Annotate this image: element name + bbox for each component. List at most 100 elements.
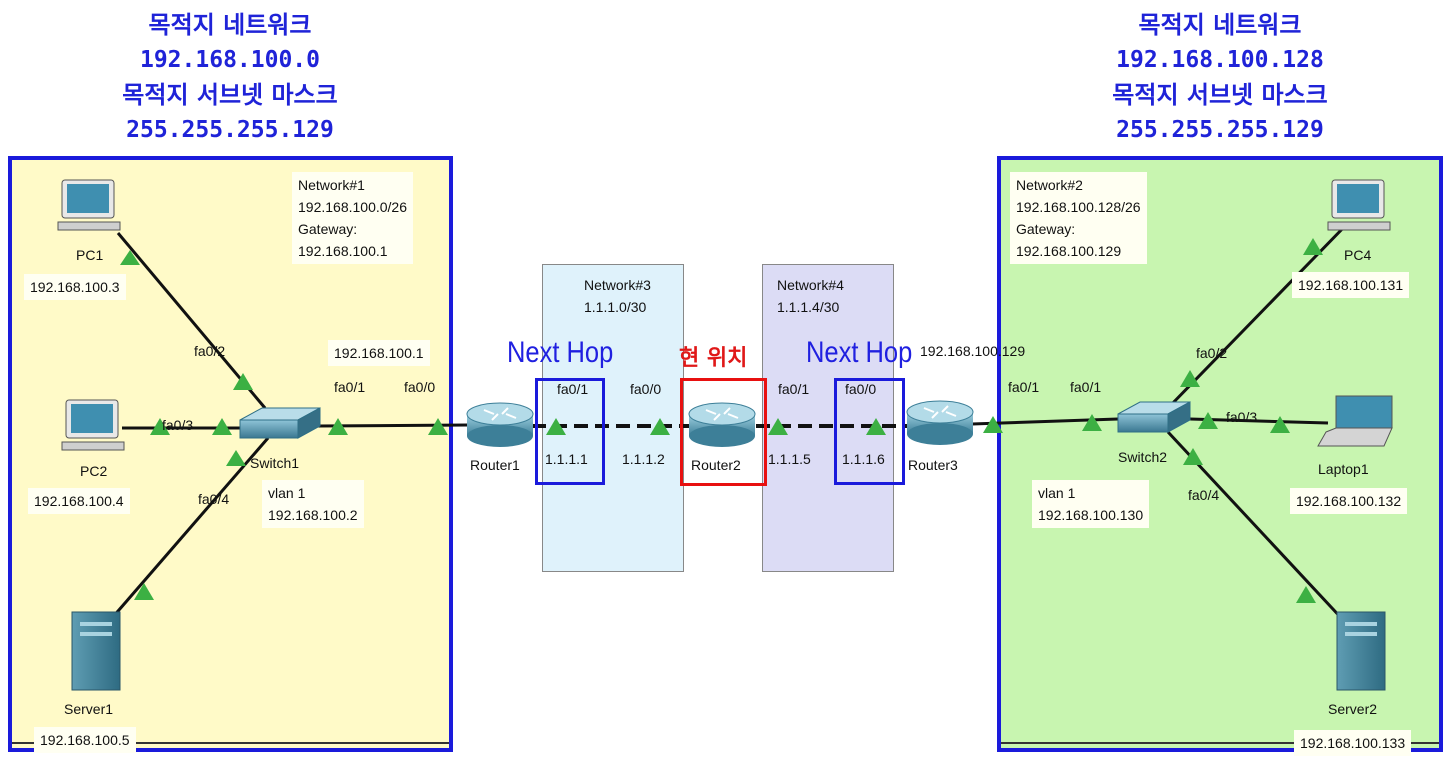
network1-name: Network#1 — [298, 177, 365, 193]
port-label: fa0/2 — [194, 343, 226, 359]
destination-title-right: 목적지 네트워크 192.168.100.128 목적지 서브넷 마스크 255… — [1030, 8, 1410, 148]
next-hop-label-right: Next Hop — [806, 336, 913, 369]
switch2-name: Switch2 — [1118, 449, 1168, 465]
switch1-vlan-info: vlan 1 192.168.100.2 — [262, 480, 364, 528]
port-label: fa0/3 — [162, 417, 194, 433]
network1-gateway: 192.168.100.1 — [298, 243, 388, 259]
router1-wan-ip: 1.1.1.1 — [545, 451, 588, 467]
link-up-marker — [1296, 586, 1316, 603]
port-label: fa0/4 — [1188, 487, 1220, 503]
link-up-marker — [1198, 412, 1218, 429]
network1-info: Network#1 192.168.100.0/26 Gateway: 192.… — [292, 172, 413, 264]
server1-name: Server1 — [64, 701, 114, 717]
zone-bottom-line-left — [12, 742, 449, 744]
port-label: fa0/4 — [198, 491, 230, 507]
router1-name: Router1 — [470, 457, 520, 473]
server1-icon[interactable] — [71, 611, 121, 691]
router2-name: Router2 — [691, 457, 741, 473]
network2-name: Network#2 — [1016, 177, 1083, 193]
switch2-vlan: vlan 1 — [1038, 485, 1076, 501]
router1-lan-ip: 192.168.100.1 — [328, 340, 430, 366]
link-up-marker — [546, 418, 566, 435]
pc4-name: PC4 — [1344, 247, 1372, 263]
network4-name: Network#4 — [777, 277, 844, 293]
destination-network-heading: 목적지 네트워크 — [148, 11, 312, 39]
switch1-icon[interactable] — [239, 407, 321, 439]
current-location-highlight — [680, 378, 767, 486]
router3-lan-ip: 192.168.100.129 — [920, 343, 1026, 359]
link-status-markers — [120, 238, 1323, 603]
destination-mask-heading: 목적지 서브넷 마스크 — [122, 81, 338, 109]
pc2-name: PC2 — [80, 463, 108, 479]
destination-network-value: 192.168.100.0 — [139, 47, 320, 73]
switch1-vlan: vlan 1 — [268, 485, 306, 501]
link-server1-switch1 — [110, 437, 270, 619]
destination-network-value: 192.168.100.128 — [1116, 47, 1324, 73]
next-hop-highlight-left — [535, 378, 605, 485]
laptop1-ip: 192.168.100.132 — [1290, 488, 1408, 514]
port-label: fa0/0 — [630, 381, 662, 397]
link-switch1-router1 — [317, 423, 469, 428]
link-up-marker — [1180, 370, 1200, 387]
link-up-marker — [150, 418, 170, 435]
link-up-marker — [328, 418, 348, 435]
link-up-marker — [134, 583, 154, 600]
port-label: fa0/0 — [845, 381, 877, 397]
destination-mask-value: 255.255.255.129 — [1116, 117, 1324, 143]
switch2-vlan-info: vlan 1 192.168.100.130 — [1032, 480, 1150, 528]
switch2-ip: 192.168.100.130 — [1038, 507, 1144, 523]
router3-wan-ip: 1.1.1.6 — [842, 451, 885, 467]
port-label: fa0/1 — [1070, 379, 1102, 395]
link-up-marker — [768, 418, 788, 435]
link-up-marker — [212, 418, 232, 435]
port-label: fa0/2 — [1196, 345, 1228, 361]
pc2-icon[interactable] — [61, 399, 125, 451]
link-up-marker — [1303, 238, 1323, 255]
link-up-marker — [866, 418, 886, 435]
network2-gateway-label: Gateway: — [1016, 221, 1076, 237]
network1-subnet: 192.168.100.0/26 — [298, 199, 407, 215]
server1-ip: 192.168.100.5 — [34, 727, 136, 753]
network2-gateway: 192.168.100.129 — [1016, 243, 1122, 259]
destination-network-heading: 목적지 네트워크 — [1138, 11, 1302, 39]
network2-info: Network#2 192.168.100.128/26 Gateway: 19… — [1010, 172, 1147, 264]
laptop1-icon[interactable] — [1317, 395, 1393, 447]
network3-info: Network#3 1.1.1.0/30 — [584, 274, 651, 318]
pc1-ip: 192.168.100.3 — [24, 274, 126, 300]
link-switch2-laptop1 — [1189, 417, 1329, 425]
network4-zone — [762, 264, 894, 572]
destination-mask-heading: 목적지 서브넷 마스크 — [1112, 81, 1328, 109]
router3-icon[interactable] — [906, 400, 974, 445]
router1-icon[interactable] — [466, 402, 534, 447]
pc2-ip: 192.168.100.4 — [28, 488, 130, 514]
switch1-name: Switch1 — [250, 455, 300, 471]
port-label: fa0/1 — [1008, 379, 1040, 395]
switch1-ip: 192.168.100.2 — [268, 507, 358, 523]
network2-subnet: 192.168.100.128/26 — [1016, 199, 1141, 215]
link-up-marker — [983, 416, 1003, 433]
link-up-marker — [650, 418, 670, 435]
switch2-icon[interactable] — [1117, 401, 1191, 433]
port-label: fa0/3 — [1226, 409, 1258, 425]
link-up-marker — [120, 250, 140, 265]
port-label: fa0/1 — [778, 381, 810, 397]
link-up-marker — [428, 418, 448, 435]
link-up-marker — [1082, 414, 1102, 431]
port-label: fa0/1 — [334, 379, 366, 395]
current-location-label: 현 위치 — [679, 346, 748, 371]
server2-ip: 192.168.100.133 — [1294, 730, 1412, 756]
router2-ip-right: 1.1.1.5 — [768, 451, 811, 467]
next-hop-highlight-right — [834, 378, 905, 485]
network4-subnet: 1.1.1.4/30 — [777, 299, 840, 315]
server2-name: Server2 — [1328, 701, 1378, 717]
pc1-icon[interactable] — [57, 179, 121, 231]
link-up-marker — [226, 450, 246, 466]
destination-title-left: 목적지 네트워크 192.168.100.0 목적지 서브넷 마스크 255.2… — [40, 8, 420, 148]
network4-info: Network#4 1.1.1.4/30 — [777, 274, 844, 318]
server2-icon[interactable] — [1336, 611, 1386, 691]
link-up-marker — [1183, 448, 1203, 465]
router2-icon[interactable] — [688, 402, 756, 447]
port-label: fa0/0 — [404, 379, 436, 395]
laptop1-name: Laptop1 — [1318, 461, 1369, 477]
pc4-icon[interactable] — [1327, 179, 1391, 231]
